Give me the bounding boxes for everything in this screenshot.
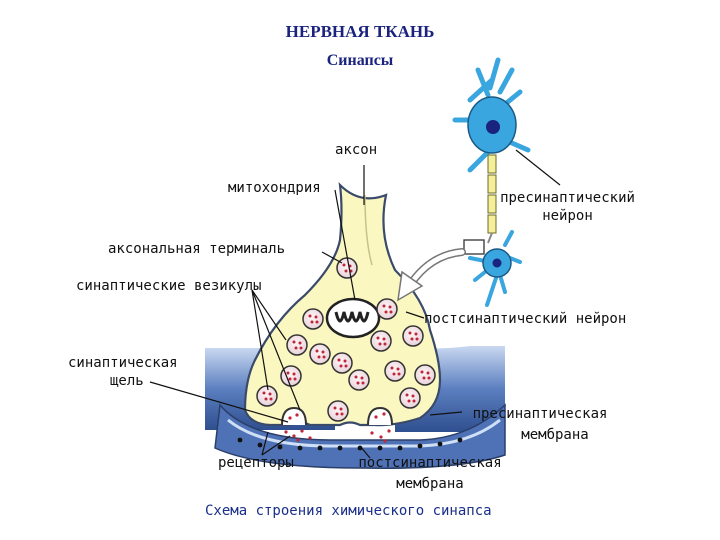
label-presynaptic-membrane-line1: пресинаптическая [472, 406, 608, 422]
label-mitochondria: митохондрия [228, 180, 321, 196]
label-axon-terminal: аксональная терминаль [108, 241, 286, 257]
label-postsynaptic-membrane-line1: постсинаптическая [358, 455, 502, 471]
exocytosis-sites [281, 406, 393, 426]
page-subtitle: Синапсы [326, 52, 394, 69]
label-synaptic-cleft-line1: синаптическая [68, 355, 178, 371]
vesicle [327, 400, 349, 422]
vesicle [348, 369, 370, 391]
vesicle [376, 298, 398, 320]
label-postsynaptic-membrane-line2: мембрана [396, 476, 464, 492]
vesicle [336, 257, 358, 279]
vesicle [399, 387, 421, 409]
vesicle [302, 308, 324, 330]
vesicle [256, 385, 278, 407]
figure-caption: Схема строения химического синапса [205, 503, 492, 519]
neurotransmitters [284, 429, 391, 443]
label-presynaptic-neuron-line1: пресинаптический [500, 190, 635, 206]
label-presynaptic-membrane-line2: мембрана [521, 427, 589, 443]
label-synaptic-vesicles: синаптические везикулы [76, 278, 262, 294]
vesicle [402, 325, 424, 347]
vesicle [370, 330, 392, 352]
mitochondrion [325, 297, 381, 339]
page-title: НЕРВНАЯ ТКАНЬ [285, 22, 435, 41]
zoom-arrow [397, 248, 466, 302]
label-axon: аксон [335, 142, 378, 158]
vesicle [414, 364, 436, 386]
receptors [237, 437, 463, 451]
vesicle [309, 343, 331, 365]
label-postsynaptic-neuron: постсинаптический нейрон [424, 311, 627, 327]
leader-lines [149, 149, 561, 459]
presynaptic-neuron-icon [452, 57, 531, 244]
vesicle [331, 352, 353, 374]
synaptic-vesicles [256, 257, 436, 422]
label-synaptic-cleft-line2: щель [110, 373, 144, 389]
label-presynaptic-neuron-line2: нейрон [542, 208, 593, 224]
vesicle [384, 360, 406, 382]
vesicle [286, 334, 308, 356]
postsynaptic-neuron-icon [463, 230, 522, 307]
label-receptors: рецепторы [218, 455, 294, 471]
